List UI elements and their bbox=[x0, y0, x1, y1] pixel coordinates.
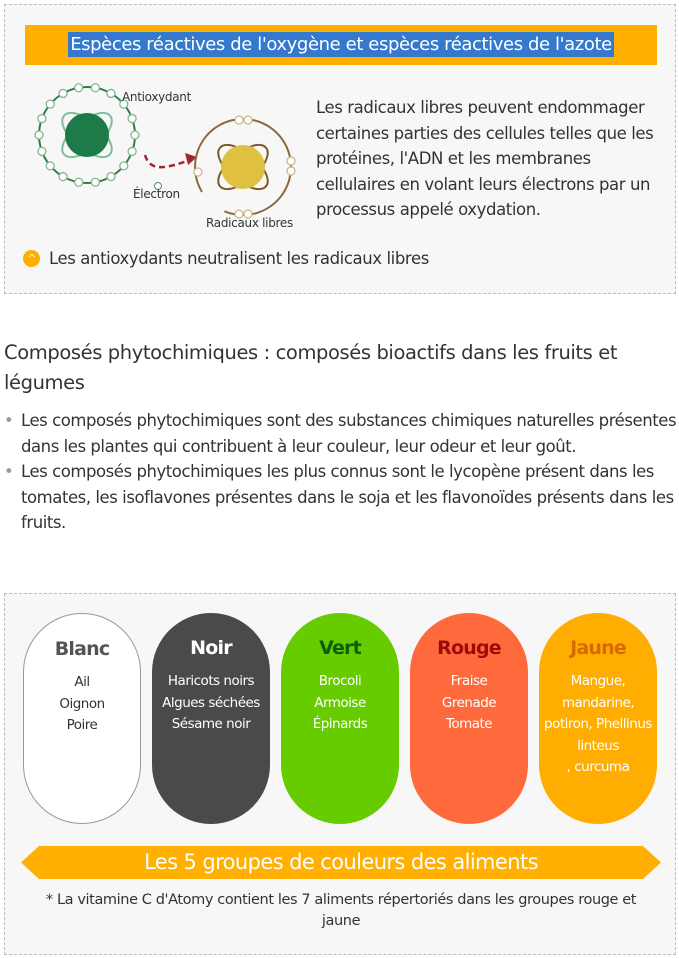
color-group-title: Jaune bbox=[570, 637, 627, 659]
color-group-item: Algues séchées bbox=[162, 694, 260, 711]
electron-icon bbox=[154, 182, 162, 190]
list-item: Les composés phytochimiques sont des sub… bbox=[4, 408, 679, 459]
electron-icon bbox=[127, 113, 137, 124]
color-group-item: Grenade bbox=[441, 694, 497, 711]
electron-icon bbox=[127, 146, 137, 157]
color-group-item: mandarine, bbox=[561, 694, 635, 711]
color-group-item: Poire bbox=[66, 717, 98, 733]
ros-description: Les radicaux libres peuvent endommager c… bbox=[316, 98, 654, 219]
color-group-item: linteus bbox=[577, 737, 619, 754]
ros-note: ^ Les antioxydants neutralisent les radic… bbox=[23, 249, 429, 268]
footnote: * La vitamine C d'Atomy contient les 7 a… bbox=[45, 892, 637, 929]
phyto-heading: Composés phytochimiques : composés bioac… bbox=[4, 341, 618, 394]
list-item: Les composés phytochimiques les plus con… bbox=[4, 459, 679, 536]
electron-icon bbox=[119, 161, 129, 171]
electron-icon bbox=[45, 161, 55, 171]
color-group-title: Rouge bbox=[437, 637, 502, 659]
color-group-item: Sésame noir bbox=[171, 716, 251, 732]
ros-title-bar: Espèces réactives de l'oxygène et espèce… bbox=[25, 25, 657, 65]
color-group-item: Épinards bbox=[312, 716, 368, 732]
electron-icon bbox=[37, 146, 47, 157]
electron-icon bbox=[90, 177, 100, 187]
color-group-title: Noir bbox=[190, 637, 232, 659]
color-group-item: Fraise bbox=[450, 673, 488, 689]
electron-icon bbox=[58, 88, 68, 99]
antioxidant-atom-icon bbox=[34, 83, 140, 187]
antioxidant-label: Antioxydant bbox=[122, 90, 192, 104]
ros-note-text: Les antioxydants neutralisent les radica… bbox=[49, 249, 429, 268]
color-group-item: Ail bbox=[74, 674, 90, 690]
antioxidant-free-radical-diagram bbox=[34, 83, 296, 219]
color-group-title: Vert bbox=[319, 637, 362, 659]
electron-icon bbox=[74, 83, 84, 93]
electron-icon bbox=[119, 99, 129, 109]
ros-title: Espèces réactives de l'oxygène et espèce… bbox=[68, 32, 614, 57]
electron-icon bbox=[58, 171, 68, 182]
color-group-item: Haricots noirs bbox=[167, 673, 255, 689]
phyto-bullets: Les composés phytochimiques sont des sub… bbox=[4, 408, 679, 536]
color-groups-banner: Les 5 groupes de couleurs des aliments bbox=[21, 846, 661, 879]
color-group-item: Oignon bbox=[59, 695, 105, 712]
electron-icon bbox=[34, 130, 44, 140]
color-group-item: Mangue, bbox=[570, 673, 626, 689]
arrow-icon bbox=[143, 154, 194, 169]
color-group-item: Brocoli bbox=[318, 673, 362, 689]
color-group-item: Tomate bbox=[445, 716, 493, 732]
electron-icon bbox=[37, 113, 47, 124]
electron-icon bbox=[130, 130, 140, 140]
ros-panel: Espèces réactives de l'oxygène et espèce… bbox=[4, 4, 676, 294]
electron-icon bbox=[45, 99, 55, 109]
electron-icon bbox=[106, 88, 116, 99]
chevron-up-icon: ^ bbox=[23, 250, 40, 267]
color-group-item: , curcuma bbox=[566, 759, 630, 775]
free-radical-label: Radicaux libres bbox=[206, 216, 293, 230]
color-group-item: potiron, Phellinus bbox=[544, 716, 652, 732]
electron-icon bbox=[106, 171, 116, 182]
electron-label: Électron bbox=[133, 187, 180, 201]
color-group-title: Blanc bbox=[54, 638, 110, 660]
electron-icon bbox=[90, 83, 100, 93]
electron-icon bbox=[74, 177, 84, 187]
color-group-item: Armoise bbox=[314, 694, 366, 711]
free-radical-atom-icon bbox=[193, 115, 296, 219]
